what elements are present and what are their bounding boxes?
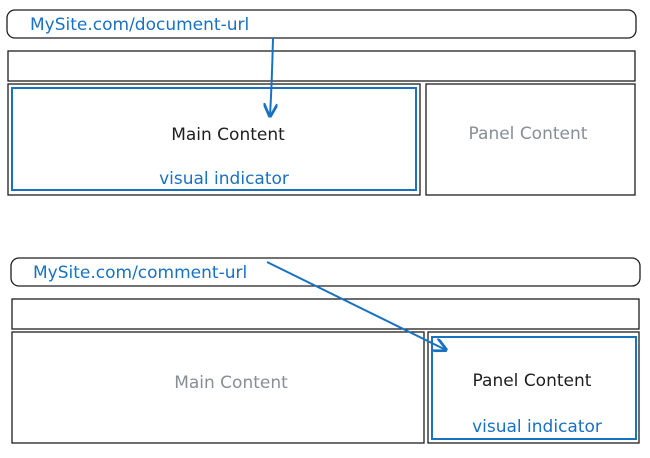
url-text: MySite.com/comment-url <box>33 263 247 283</box>
nav-bar <box>11 298 640 330</box>
main-content-box <box>7 83 421 196</box>
panel-content-box <box>427 331 640 444</box>
main-content-box <box>11 331 425 444</box>
main-content-label: Main Content <box>174 373 288 393</box>
visual-indicator-label: visual indicator <box>159 169 289 189</box>
main-highlight-indicator <box>11 87 417 191</box>
url-bar <box>10 257 641 287</box>
panel-content-label: Panel Content <box>473 371 592 391</box>
arrow-to-main <box>270 37 273 116</box>
panel-content-box <box>425 83 636 196</box>
panel-content-label: Panel Content <box>469 124 588 144</box>
main-content-label: Main Content <box>171 125 285 145</box>
document-scenario: MySite.com/document-url Main Content vis… <box>6 9 637 196</box>
url-bar <box>6 9 637 39</box>
comment-scenario: MySite.com/comment-url Main Content Pane… <box>10 257 641 444</box>
nav-bar <box>7 50 636 82</box>
panel-highlight-indicator <box>431 336 637 440</box>
url-text: MySite.com/document-url <box>30 15 249 35</box>
visual-indicator-label: visual indicator <box>472 417 602 437</box>
arrow-to-panel <box>266 261 446 350</box>
